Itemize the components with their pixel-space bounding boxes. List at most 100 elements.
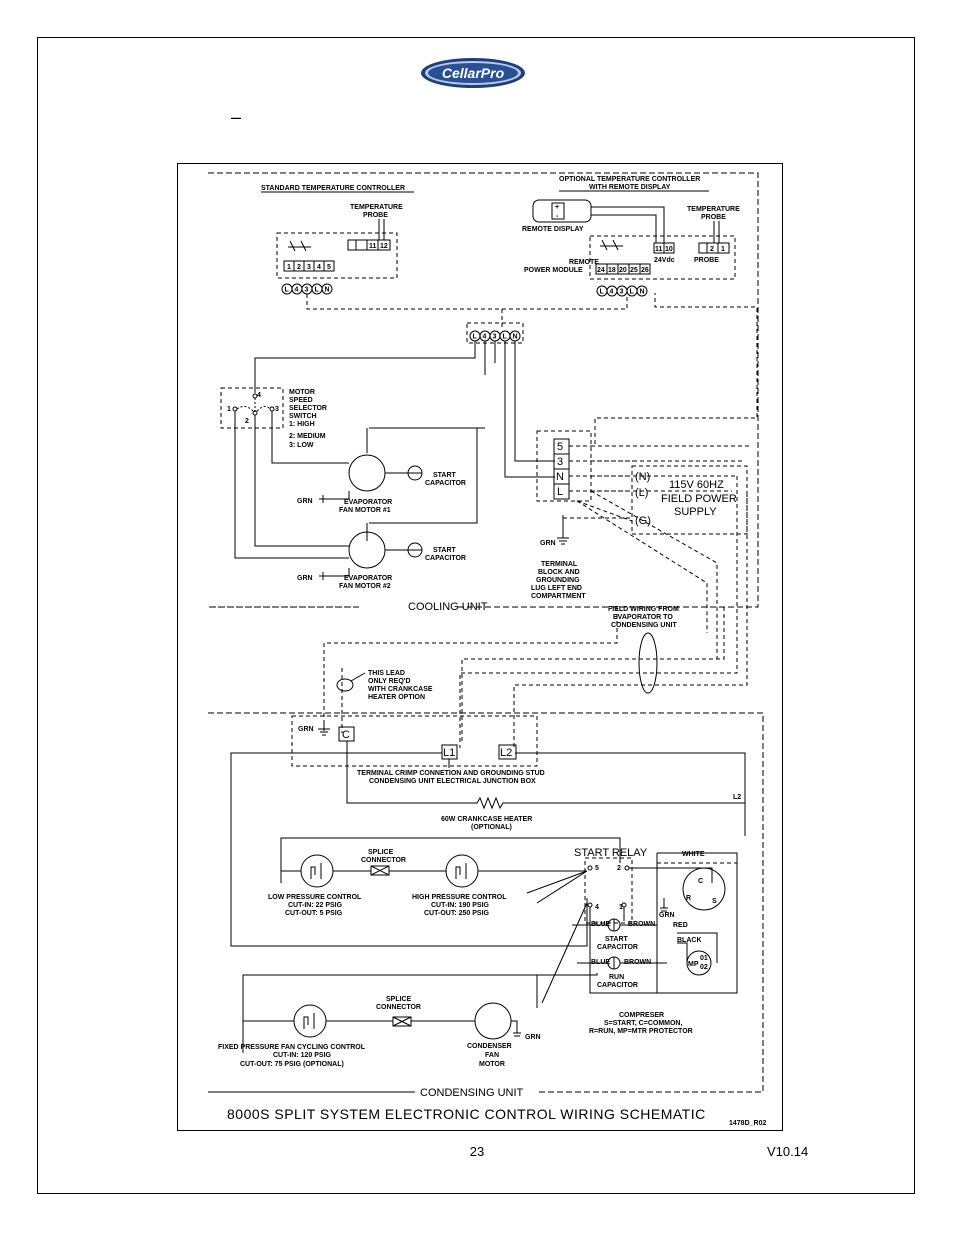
std-plug-l2: L bbox=[315, 287, 320, 294]
lp-line-1: LOW PRESSURE CONTROL bbox=[268, 894, 362, 901]
switch-pos-1: 1 bbox=[227, 406, 231, 413]
hp-line-1: HIGH PRESSURE CONTROL bbox=[412, 894, 507, 901]
tl-line-1: THIS LEAD bbox=[368, 670, 405, 677]
tb-term-5: 5 bbox=[557, 441, 563, 453]
drawing-number: 1478D_R02 bbox=[729, 1120, 766, 1127]
term-c-label: C bbox=[342, 729, 350, 741]
rpm-term-26: 26 bbox=[641, 267, 649, 274]
terminal-block bbox=[536, 430, 592, 502]
run-cap-label-2: CAPACITOR bbox=[597, 982, 638, 989]
rpm24-term-10: 10 bbox=[665, 246, 673, 253]
hp-line-3: CUT-OUT: 250 PSIG bbox=[424, 910, 490, 917]
start-cap-1-label-2: CAPACITOR bbox=[425, 480, 466, 487]
opt-temp-probe-label-2: PROBE bbox=[701, 214, 726, 221]
fw-line-1: FIELD WIRING FROM bbox=[608, 606, 679, 613]
ms-line-5: 1: HIGH bbox=[289, 421, 315, 428]
remote-power-label-2: POWER MODULE bbox=[524, 267, 583, 274]
red-label: RED bbox=[673, 922, 688, 929]
jb-grn: GRN bbox=[298, 726, 314, 733]
evap-motor-2-label-1: EVAPORATOR bbox=[344, 575, 392, 582]
evap2-grn: GRN bbox=[297, 575, 313, 582]
mp-pin-02: 02 bbox=[700, 964, 708, 971]
cooling-unit-border bbox=[208, 172, 759, 608]
tl-line-4: HEATER OPTION bbox=[368, 694, 425, 701]
page-number: 23 bbox=[469, 1144, 485, 1159]
comp-line-1: COMPRESER bbox=[619, 1012, 664, 1019]
std-probe-term-12: 12 bbox=[380, 243, 388, 250]
std-plug-terminals: L 4 3 L N bbox=[281, 283, 333, 295]
high-pressure-label: HIGH PRESSURE CONTROL CUT-IN: 190 PSIG C… bbox=[412, 894, 507, 917]
tb-label-1: TERMINAL bbox=[541, 561, 578, 568]
term-l2-label: L2 bbox=[500, 747, 512, 759]
fp-line-2: CUT-IN: 120 PSIG bbox=[273, 1052, 332, 1059]
opt-plug-3: 3 bbox=[620, 289, 624, 296]
l2-label: L2 bbox=[733, 794, 741, 801]
rpm24-term-11: 11 bbox=[655, 246, 663, 253]
terminal-crimp-label-1: TERMINAL CRIMP CONNETION AND GROUNDING S… bbox=[357, 770, 545, 777]
probe-term-1: 1 bbox=[721, 246, 725, 253]
central-plug-l2: L bbox=[503, 334, 508, 341]
tb-label-5: COMPARTMENT bbox=[531, 593, 586, 600]
evap1-grn: GRN bbox=[297, 498, 313, 505]
tb-label-2: BLOCK AND bbox=[538, 569, 580, 576]
probe-label: PROBE bbox=[694, 257, 719, 264]
rpm-term-25: 25 bbox=[630, 267, 638, 274]
condenser-grn: GRN bbox=[525, 1034, 541, 1041]
comp-pin-s: S bbox=[712, 898, 717, 905]
start-cap-2-label-2: CAPACITOR bbox=[425, 555, 466, 562]
compressor-box bbox=[656, 862, 738, 994]
std-plug-n: N bbox=[325, 287, 330, 294]
evap-motor-1-label-2: FAN MOTOR #1 bbox=[339, 507, 391, 514]
crankcase-lead-marker bbox=[336, 678, 354, 692]
field-power-label-1: 115V 60HZ bbox=[669, 479, 724, 491]
field-power-label-3: SUPPLY bbox=[674, 506, 717, 518]
switch-pos-4: 4 bbox=[257, 392, 261, 399]
switch-pos-2: 2 bbox=[245, 418, 249, 425]
splice-2-label-1: SPLICE bbox=[386, 996, 412, 1003]
fp-line-3: CUT-OUT: 75 PSIG (OPTIONAL) bbox=[240, 1061, 344, 1068]
remote-power-label-1: REMOTE bbox=[569, 259, 599, 266]
central-plug-terminals: L 4 3 L N bbox=[469, 330, 521, 342]
tb-grn: GRN bbox=[540, 540, 556, 547]
terminal-crimp-label-2: CONDENSING UNIT ELECTRICAL JUNCTION BOX bbox=[369, 778, 536, 785]
tb-label-4: LUG LEFT END bbox=[531, 585, 582, 592]
start-relay-label: START RELAY bbox=[574, 847, 648, 859]
rpm-term-20: 20 bbox=[619, 267, 627, 274]
vdc-label: 24Vdc bbox=[654, 257, 675, 264]
mp-label: MP bbox=[688, 961, 699, 968]
opt-controller-label-2: WITH REMOTE DISPLAY bbox=[589, 184, 671, 191]
junction-box bbox=[291, 715, 538, 767]
cellarpro-logo: CellarPro bbox=[421, 58, 525, 88]
comp-line-2: S=START, C=COMMON, bbox=[604, 1020, 682, 1027]
opt-temp-probe-label-1: TEMPERATURE bbox=[687, 206, 740, 213]
lp-line-2: CUT-IN: 22 PSIG bbox=[288, 902, 343, 909]
this-lead-label: THIS LEAD ONLY REQ'D WITH CRANKCASE HEAT… bbox=[368, 670, 433, 701]
splice-1-label-2: CONNECTOR bbox=[361, 857, 406, 864]
tl-line-2: ONLY REQ'D bbox=[368, 678, 411, 685]
compressor bbox=[682, 867, 726, 911]
terminal-block-label: TERMINAL BLOCK AND GROUNDING LUG LEFT EN… bbox=[531, 561, 586, 600]
ms-line-7: 3: LOW bbox=[289, 442, 314, 449]
std-probe-term-11: 11 bbox=[369, 243, 377, 250]
schematic-title: 8000S SPLIT SYSTEM ELECTRONIC CONTROL WI… bbox=[227, 1106, 706, 1122]
term-l2 bbox=[498, 744, 517, 760]
evap-motor-1-label-1: EVAPORATOR bbox=[344, 499, 392, 506]
remote-display-label: REMOTE DISPLAY bbox=[522, 226, 584, 233]
cf-line-3: MOTOR bbox=[479, 1061, 505, 1068]
hp-line-2: CUT-IN: 190 PSIG bbox=[431, 902, 490, 909]
relay-start-cap-label-1: START bbox=[605, 936, 629, 943]
opt-plug-4: 4 bbox=[610, 289, 614, 296]
ms-line-4: SWITCH bbox=[289, 413, 317, 420]
supply-n: (N) bbox=[635, 471, 650, 483]
field-wiring bbox=[323, 476, 748, 748]
supply-l: (L) bbox=[635, 487, 648, 499]
std-plug-l: L bbox=[285, 287, 290, 294]
fixed-pressure-label: FIXED PRESSURE FAN CYCLING CONTROL CUT-I… bbox=[218, 1044, 366, 1068]
evap-motor-2-label-2: FAN MOTOR #2 bbox=[339, 583, 391, 590]
central-plug-3: 3 bbox=[493, 334, 497, 341]
opt-plug-terminals: L 4 3 L N bbox=[596, 285, 648, 297]
compressor-label: COMPRESER S=START, C=COMMON, R=RUN, MP=M… bbox=[589, 1012, 693, 1035]
relay-pin-1: 1 bbox=[619, 904, 623, 911]
fp-line-1: FIXED PRESSURE FAN CYCLING CONTROL bbox=[218, 1044, 366, 1051]
switch-pos-3: 3 bbox=[275, 406, 279, 413]
